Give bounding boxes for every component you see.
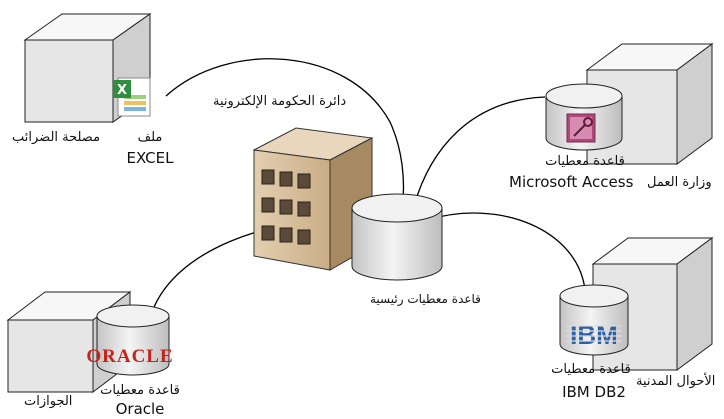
oracle-database-cylinder <box>96 304 170 376</box>
civil-agency-label: الأحوال المدنية <box>636 374 716 389</box>
excel-file-label-line2: EXCEL <box>126 149 174 167</box>
db2-db-label-line2: IBM DB2 <box>562 383 626 401</box>
oracle-db-label-line1: قاعدة معطيات <box>100 383 180 398</box>
db2-db-label-line1: قاعدة معطيات <box>551 362 631 377</box>
access-db-label-line1: قاعدة معطيات <box>545 154 625 169</box>
connector-arrows <box>149 58 586 319</box>
labor-agency-label: وزارة العمل <box>647 175 712 190</box>
oracle-logo: ORACLE <box>86 346 173 367</box>
central-database-label: قاعدة معطيات رئيسية <box>370 292 481 306</box>
tax-agency-label: مصلحة الضرائب <box>12 130 101 145</box>
central-office-title: دائرة الحكومة الإلكترونية <box>213 94 347 109</box>
passports-agency-label: الجوازات <box>24 394 73 409</box>
access-db-label-line2: Microsoft Access <box>509 173 634 191</box>
arrow-excel-to-central <box>165 58 409 212</box>
arrow-db2-to-central <box>425 212 586 291</box>
excel-file-label-line1: ملف <box>137 130 163 145</box>
svg-text:IBM: IBM <box>570 320 618 350</box>
central-database-cylinder <box>351 193 443 281</box>
access-key-icon <box>566 113 596 143</box>
ibm-logo: IBM <box>566 320 622 350</box>
svg-text:X: X <box>117 83 127 98</box>
arrow-access-to-central <box>411 96 546 208</box>
excel-file-icon: X <box>113 77 151 117</box>
tax-authority-box <box>23 13 152 123</box>
oracle-db-label-line2: Oracle <box>115 400 165 418</box>
